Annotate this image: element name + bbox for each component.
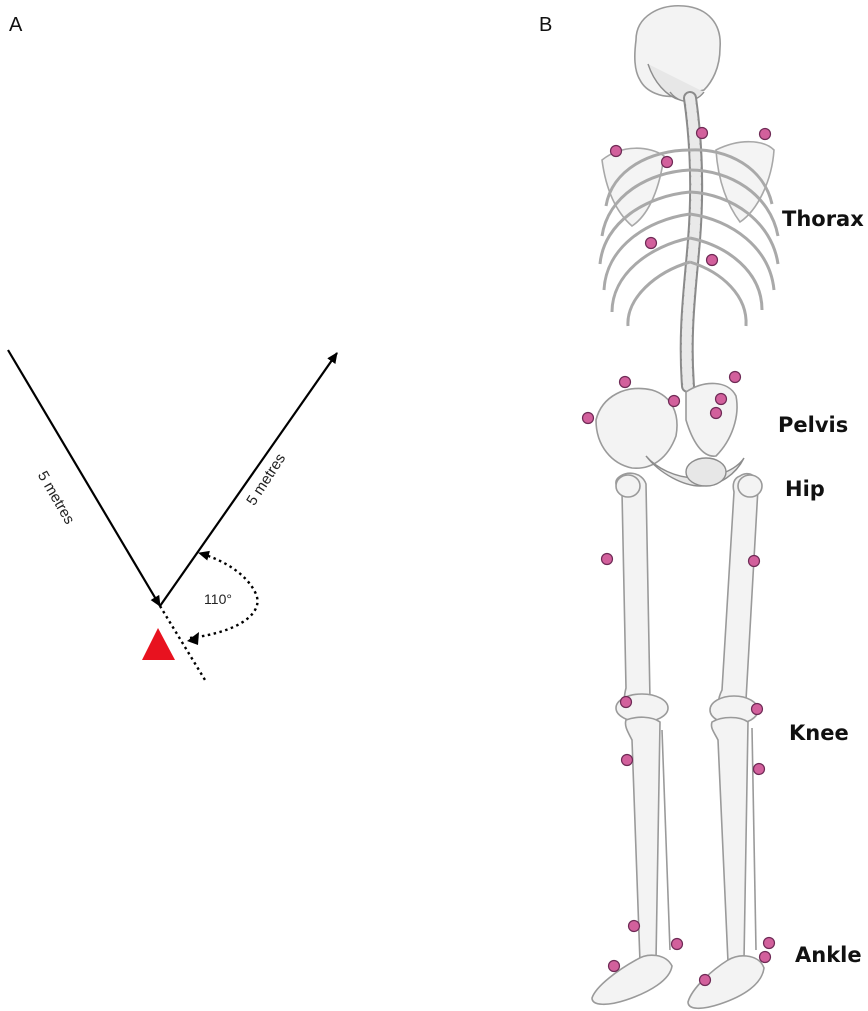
region-label-ankle: Ankle (795, 943, 862, 967)
marker-dot (752, 704, 763, 715)
marker-dot (707, 255, 718, 266)
marker-dot (749, 556, 760, 567)
marker-dot (669, 396, 680, 407)
incoming-path-label: 5 metres (34, 468, 78, 527)
region-label-thorax: Thorax (782, 207, 864, 231)
turn-angle-label: 110° (204, 591, 232, 607)
marker-dot (711, 408, 722, 419)
region-label-knee: Knee (789, 721, 849, 745)
outgoing-path-label: 5 metres (243, 450, 289, 508)
marker-dot (622, 755, 633, 766)
incoming-path-arrow (8, 350, 160, 606)
skeleton-illustration (592, 6, 778, 1008)
marker-dot (764, 938, 775, 949)
marker-dot (662, 157, 673, 168)
panel-b-letter: B (539, 14, 552, 36)
tibias (625, 717, 756, 967)
marker-dot (611, 146, 622, 157)
marker-dot (621, 697, 632, 708)
marker-dot (760, 129, 771, 140)
marker-dot (609, 961, 620, 972)
region-label-hip: Hip (785, 477, 825, 501)
outgoing-path-arrow (160, 353, 337, 606)
region-label-pelvis: Pelvis (778, 413, 848, 437)
femurs (616, 473, 762, 716)
spine (687, 98, 696, 386)
marker-dot (646, 238, 657, 249)
marker-dot (620, 377, 631, 388)
marker-dot (760, 952, 771, 963)
marker-dot (754, 764, 765, 775)
marker-dot (697, 128, 708, 139)
marker-dot (730, 372, 741, 383)
panel-b: B (539, 6, 864, 1008)
turn-angle-arc-start-arrowhead (187, 632, 199, 645)
panel-a-letter: A (9, 14, 23, 36)
marker-dot (700, 975, 711, 986)
marker-dot (583, 413, 594, 424)
panel-a: A 5 metres 5 metres 110° (8, 14, 337, 680)
marker-dot (602, 554, 613, 565)
marker-dot (716, 394, 727, 405)
start-marker-triangle (142, 628, 175, 660)
marker-dot (629, 921, 640, 932)
heading-continuation-dotted-line (160, 606, 205, 680)
marker-dot (672, 939, 683, 950)
